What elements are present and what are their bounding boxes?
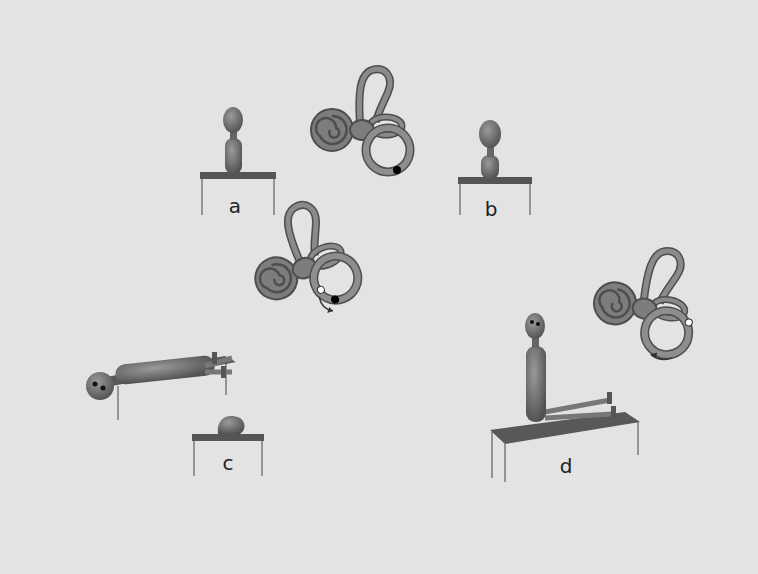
panel-letter: b — [485, 197, 498, 221]
labyrinth — [311, 69, 410, 174]
labyrinth — [586, 240, 704, 364]
panel-letter: d — [560, 454, 573, 478]
sitting-patient — [490, 313, 640, 482]
panel-letter: c — [223, 451, 234, 475]
panel-letter: a — [229, 194, 241, 218]
lying-patient — [86, 352, 236, 420]
labyrinth — [236, 195, 367, 333]
head-from-above — [192, 416, 264, 476]
